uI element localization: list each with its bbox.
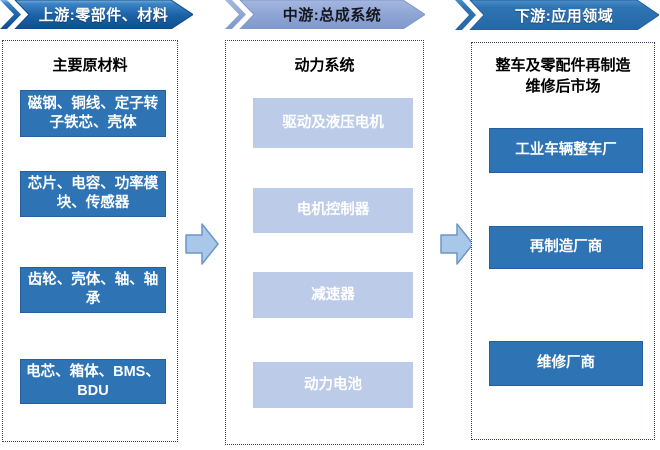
midstream-item-controller: 电机控制器 bbox=[253, 188, 413, 233]
chevron-banner-icon bbox=[455, 0, 659, 30]
chevron-banner-icon bbox=[225, 0, 425, 29]
block-arrow-right-icon bbox=[185, 223, 219, 265]
midstream-item-battery: 动力电池 bbox=[253, 362, 413, 408]
chevron-banner-icon bbox=[0, 0, 193, 29]
midstream-header-banner: 中游:总成系统 bbox=[225, 0, 425, 29]
flow-arrow-2 bbox=[440, 221, 474, 272]
upstream-header-banner: 上游:零部件、材料 bbox=[0, 0, 193, 29]
block-arrow-right-icon bbox=[440, 223, 474, 265]
downstream-item-repair: 维修厂商 bbox=[489, 341, 643, 386]
midstream-header-label: 中游:总成系统 bbox=[282, 7, 382, 24]
upstream-item-mechanical: 齿轮、壳体、轴、轴承 bbox=[20, 267, 166, 313]
upstream-header-label: 上游:零部件、材料 bbox=[38, 7, 169, 24]
upstream-item-materials: 磁钢、铜线、定子转子铁芯、壳体 bbox=[20, 90, 166, 137]
downstream-header-label: 下游:应用领域 bbox=[514, 7, 614, 25]
midstream-item-reducer: 减速器 bbox=[253, 272, 413, 318]
flow-arrow-1 bbox=[185, 221, 219, 272]
midstream-panel-title: 动力系统 bbox=[294, 57, 355, 74]
upstream-item-electronics: 芯片、电容、功率模块、传感器 bbox=[20, 171, 166, 217]
upstream-panel-title: 主要原材料 bbox=[52, 57, 128, 74]
upstream-panel: 主要原材料 磁钢、铜线、定子转子铁芯、壳体 芯片、电容、功率模块、传感器 齿轮、… bbox=[2, 40, 178, 442]
downstream-header-banner: 下游:应用领域 bbox=[455, 0, 659, 30]
midstream-item-motor: 驱动及液压电机 bbox=[253, 98, 413, 148]
downstream-panel-title: 整车及零配件再制造维修后市场 bbox=[495, 57, 631, 95]
downstream-panel: 整车及零配件再制造维修后市场 工业车辆整车厂 再制造厂商 维修厂商 bbox=[471, 42, 655, 440]
downstream-item-oem: 工业车辆整车厂 bbox=[489, 128, 643, 173]
upstream-item-battery-parts: 电芯、箱体、BMS、BDU bbox=[20, 359, 166, 404]
midstream-panel: 动力系统 驱动及液压电机 电机控制器 减速器 动力电池 bbox=[225, 40, 424, 445]
downstream-item-remanufacturer: 再制造厂商 bbox=[489, 226, 643, 269]
